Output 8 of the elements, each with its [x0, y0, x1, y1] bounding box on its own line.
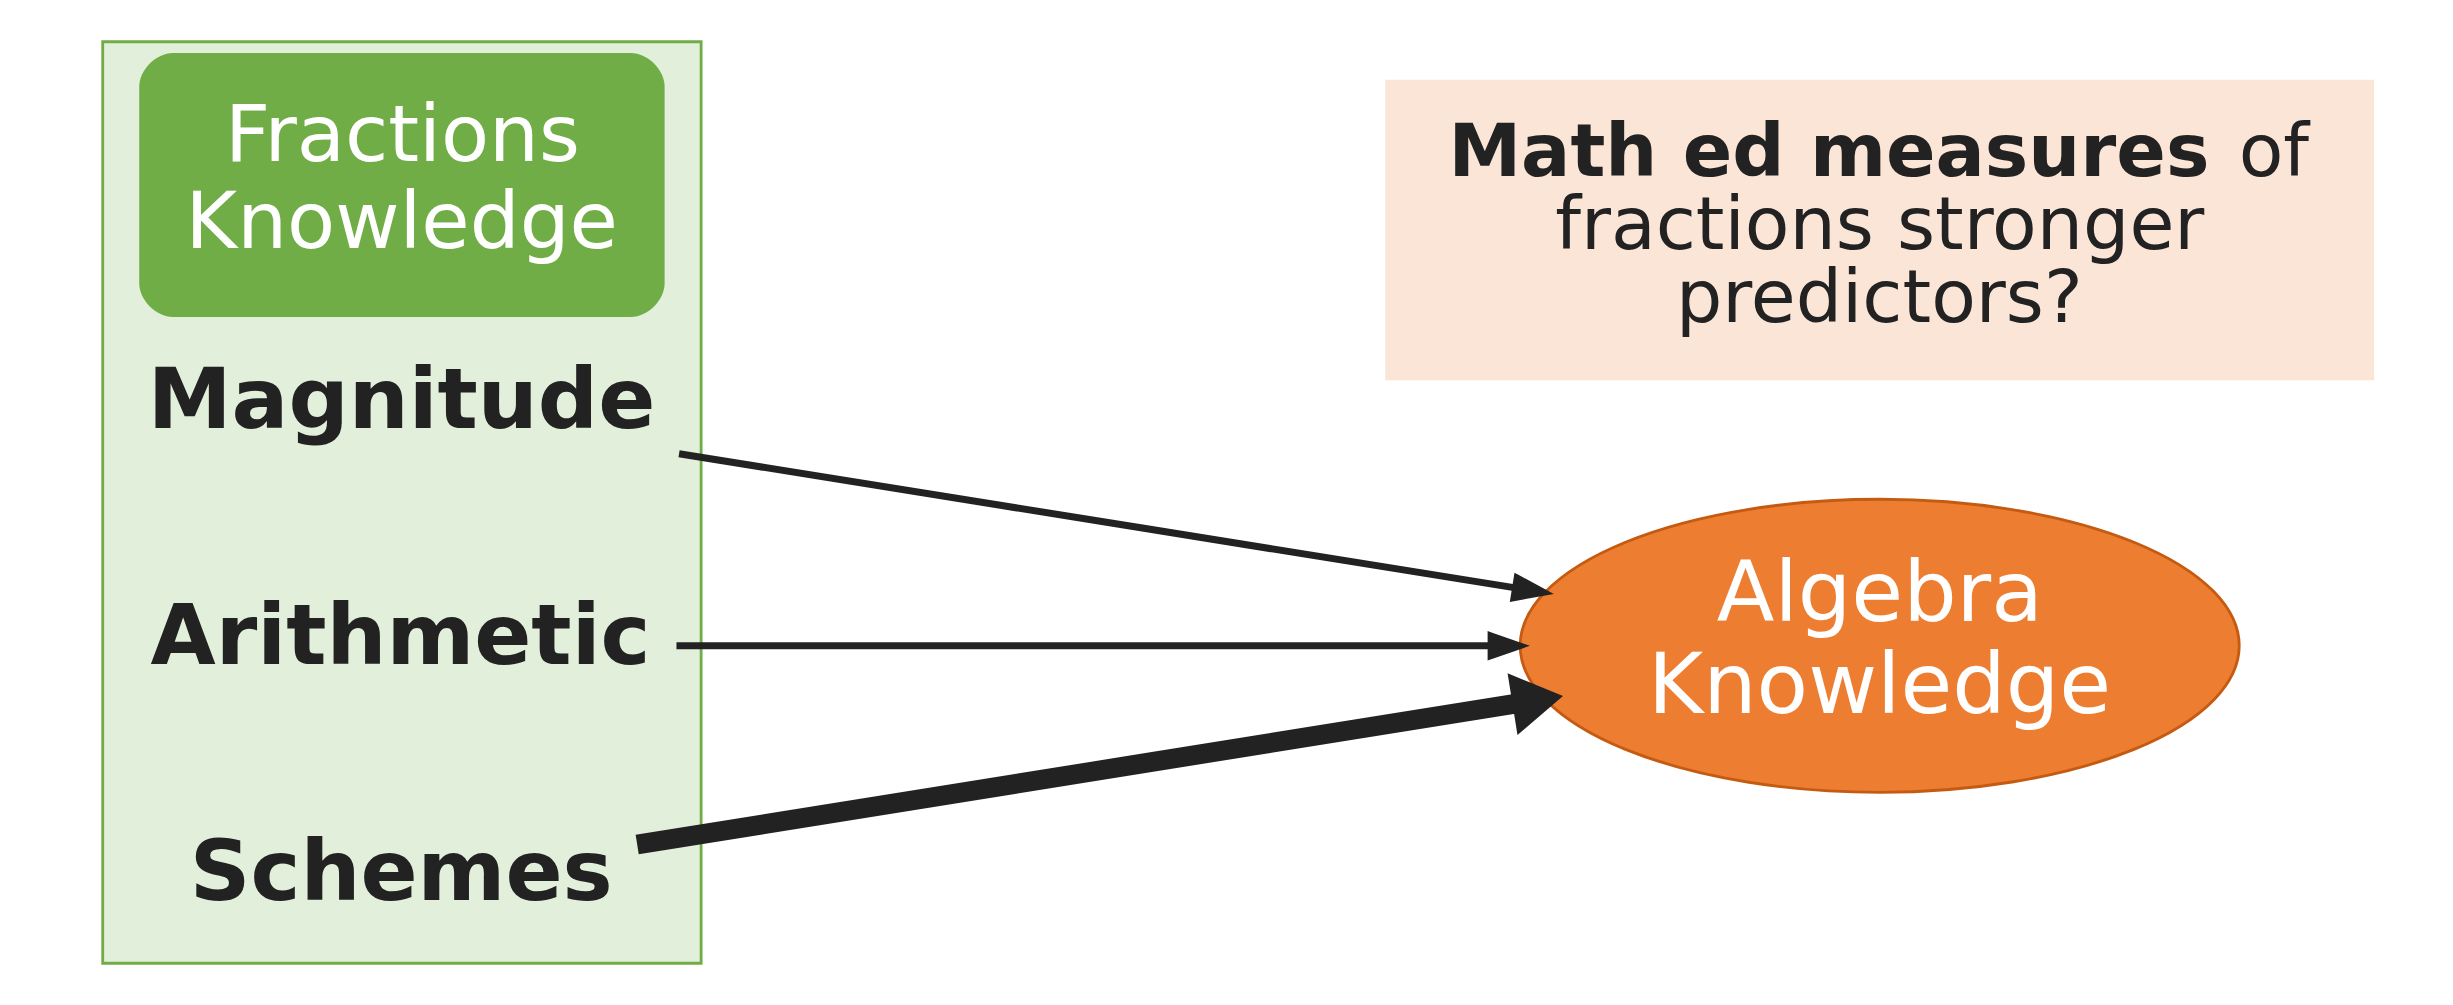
node-text: Arithmetic — [150, 586, 651, 685]
node-text: Magnitude — [147, 350, 656, 449]
arrow — [676, 631, 1530, 661]
node-ellipse: Algebra Knowledge — [1518, 497, 2241, 794]
arrow — [635, 673, 1563, 855]
node-text: Schemes — [189, 822, 613, 921]
arrow — [678, 450, 1554, 602]
node-box: Math ed measures of fractions stronger predictors? — [1385, 79, 2375, 381]
